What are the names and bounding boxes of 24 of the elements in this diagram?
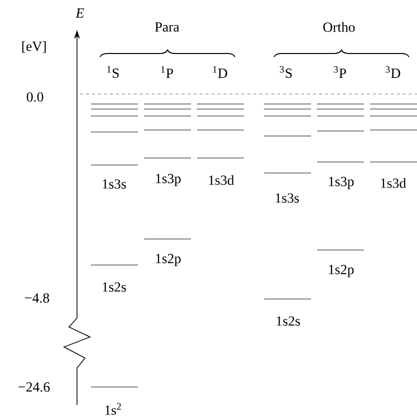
group-heading: Para [155, 22, 180, 32]
term-symbol: $^{1}$S [107, 66, 119, 78]
tick-label: 0.0 [26, 92, 44, 102]
axis-label: E [76, 8, 84, 18]
term-symbol: $^{3}$P [334, 66, 346, 78]
level-label: 1s3s [276, 193, 299, 203]
level-label: 1s2s [102, 282, 126, 292]
level-label: 1s2s [276, 316, 300, 326]
group-heading: Ortho [323, 22, 355, 32]
level-label: 1s$^{2}$ [105, 403, 121, 415]
level-label: 1s3p [156, 174, 181, 186]
term-symbol: $^{1}$P [161, 66, 174, 78]
tick-label: −24.6 [18, 382, 50, 392]
level-label: 1s3p [329, 176, 354, 190]
term-symbol: $^{1}$D [213, 66, 228, 78]
level-label: 1s2p [329, 264, 354, 278]
level-label: 1s3d [209, 175, 234, 185]
unit-label: [eV] [22, 41, 46, 53]
level-label: 1s3s [102, 179, 126, 189]
term-symbol: $^{3}$S [280, 66, 292, 78]
term-symbol: $^{3}$D [386, 66, 400, 78]
level-label: 1s2p [156, 254, 181, 266]
tick-label: −4.8 [25, 293, 50, 303]
level-label: 1s3d [381, 178, 406, 188]
